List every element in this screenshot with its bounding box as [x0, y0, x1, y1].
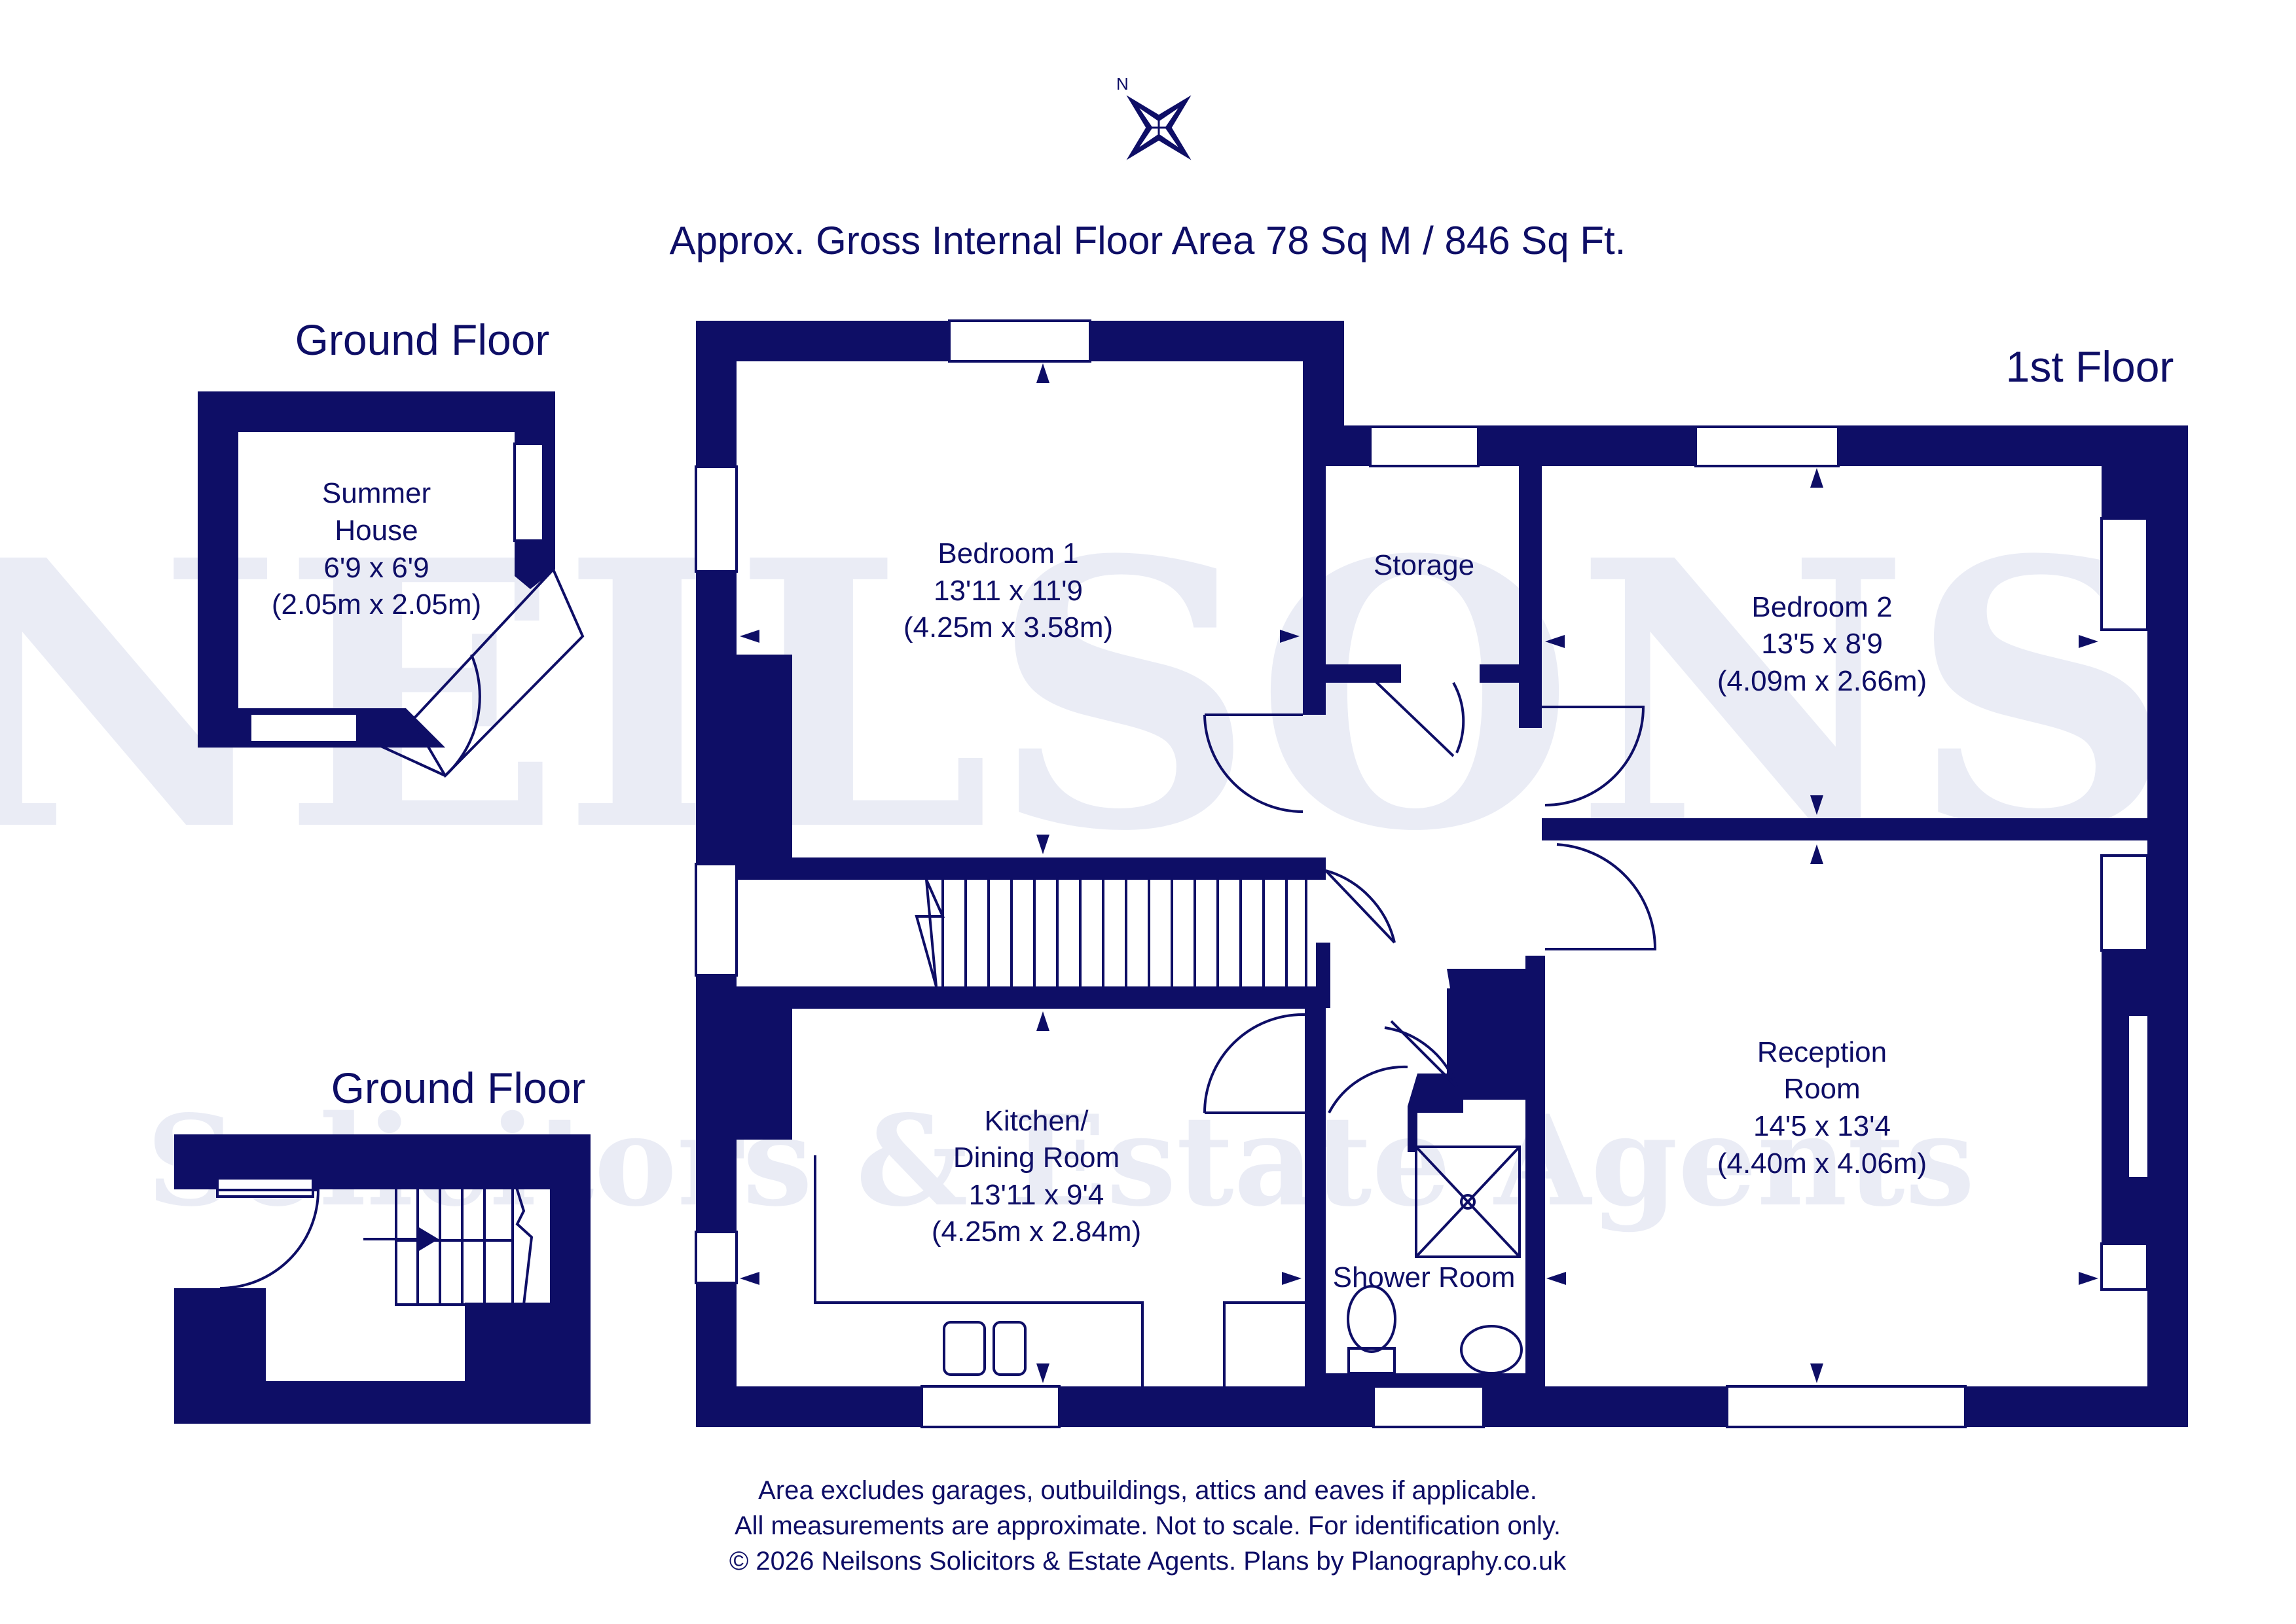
first-floor-windows — [695, 319, 2150, 1428]
summer-house-plan — [198, 391, 585, 778]
room-summer-house: Summer House 6'9 x 6'9 (2.05m x 2.05m) — [272, 477, 481, 621]
summer-house-imperial: 6'9 x 6'9 — [323, 552, 429, 584]
room-storage: Storage — [1374, 549, 1474, 581]
room-kitchen: Kitchen/ Dining Room 13'11 x 9'4 (4.25m … — [932, 1105, 1141, 1248]
floor-label-first: 1st Floor — [2006, 342, 2174, 391]
room-bedroom1: Bedroom 1 13'11 x 11'9 (4.25m x 3.58m) — [903, 537, 1113, 643]
basin-icon — [1460, 1325, 1523, 1375]
kitchen-fittings — [814, 1155, 1305, 1386]
toilet-icon — [1347, 1347, 1396, 1375]
floor-label-ground-summer: Ground Floor — [295, 316, 550, 364]
entry-stairs — [363, 1174, 534, 1306]
bedroom1-metric: (4.25m x 3.58m) — [903, 611, 1113, 643]
kitchen-metric: (4.25m x 2.84m) — [932, 1216, 1141, 1248]
kitchen-name-line2: Dining Room — [953, 1142, 1120, 1174]
kitchen-imperial: 13'11 x 9'4 — [969, 1179, 1104, 1211]
footer-line2: All measurements are approximate. Not to… — [735, 1511, 1561, 1540]
compass-rose-icon: N — [1116, 74, 1192, 160]
watermark: NEILSONS Solicitors & Estate Agents — [0, 481, 2174, 1234]
bedroom2-name: Bedroom 2 — [1751, 591, 1892, 623]
summer-house-name-line2: House — [335, 514, 418, 547]
kitchen-sink-icon — [943, 1321, 986, 1376]
footer-notes: Area excludes garages, outbuildings, att… — [729, 1476, 1567, 1576]
room-reception: Reception Room 14'5 x 13'4 (4.40m x 4.06… — [1717, 1036, 1927, 1180]
kitchen-name-line1: Kitchen/ — [985, 1105, 1089, 1137]
summer-house-metric: (2.05m x 2.05m) — [272, 588, 481, 621]
reception-metric: (4.40m x 4.06m) — [1717, 1147, 1927, 1180]
stairs-direction-arrow-icon — [419, 1227, 439, 1251]
summer-house-window-bottom — [249, 712, 359, 744]
reception-imperial: 14'5 x 13'4 — [1753, 1110, 1891, 1142]
shower-tray-icon — [1415, 1146, 1521, 1258]
summer-house-name-line1: Summer — [322, 477, 431, 509]
bedroom2-metric: (4.09m x 2.66m) — [1717, 665, 1927, 697]
first-floor-doors — [1203, 679, 1657, 1114]
entry-plan — [174, 1134, 591, 1424]
compass-north-label: N — [1116, 74, 1129, 94]
room-bedroom2: Bedroom 2 13'5 x 8'9 (4.09m x 2.66m) — [1717, 591, 1927, 697]
shower-fittings — [1347, 1146, 1523, 1375]
storage-name: Storage — [1374, 549, 1474, 581]
first-floor-stairs — [915, 879, 1307, 987]
summer-house-door — [410, 567, 585, 778]
shower-name: Shower Room — [1333, 1261, 1516, 1293]
area-title: Approx. Gross Internal Floor Area 78 Sq … — [670, 219, 1626, 262]
summer-house-window-right — [513, 442, 545, 542]
bedroom1-name: Bedroom 1 — [938, 537, 1078, 569]
dimension-arrows — [740, 363, 2098, 1383]
floor-label-ground-entry: Ground Floor — [331, 1064, 586, 1112]
bedroom2-imperial: 13'5 x 8'9 — [1761, 628, 1883, 660]
room-shower: Shower Room — [1333, 1261, 1516, 1293]
bedroom1-imperial: 13'11 x 11'9 — [934, 575, 1083, 607]
reception-name-line1: Reception — [1757, 1036, 1887, 1068]
reception-name-line2: Room — [1783, 1073, 1860, 1105]
footer-line1: Area excludes garages, outbuildings, att… — [758, 1476, 1537, 1505]
footer-line3: © 2026 Neilsons Solicitors & Estate Agen… — [729, 1547, 1567, 1576]
